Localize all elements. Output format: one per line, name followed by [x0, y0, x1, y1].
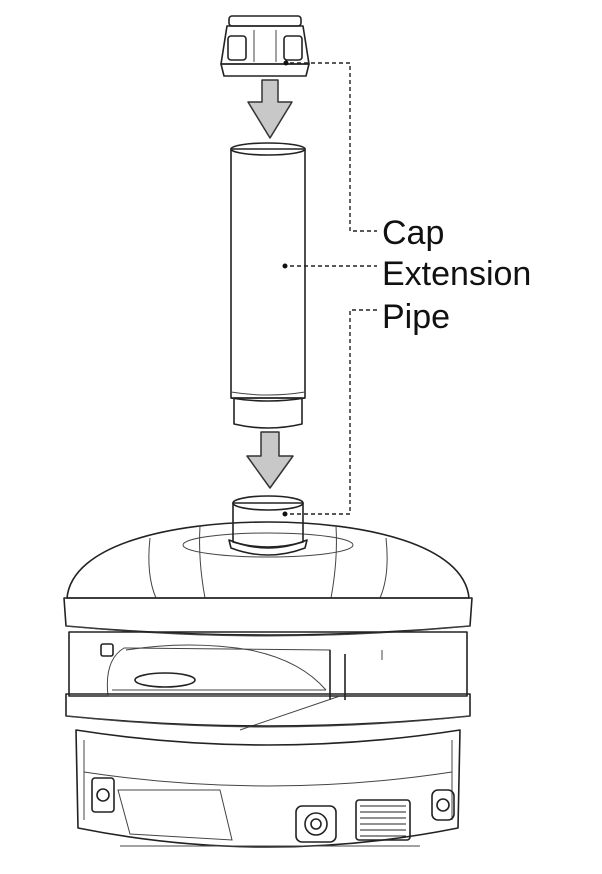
- pipe-label: Pipe: [382, 298, 450, 336]
- cap-part: [220, 15, 310, 77]
- callout-leaders: [290, 62, 377, 515]
- cap-leader: [290, 62, 377, 232]
- pipe-part: [228, 495, 308, 556]
- pizza-oven: [63, 495, 473, 848]
- down-arrow-icon: [246, 431, 294, 489]
- extension-part: [230, 142, 306, 429]
- down-arrow-icon: [247, 79, 293, 139]
- extension-label: Extension: [382, 255, 531, 293]
- cap-label: Cap: [382, 214, 444, 252]
- pipe-leader: [290, 309, 377, 515]
